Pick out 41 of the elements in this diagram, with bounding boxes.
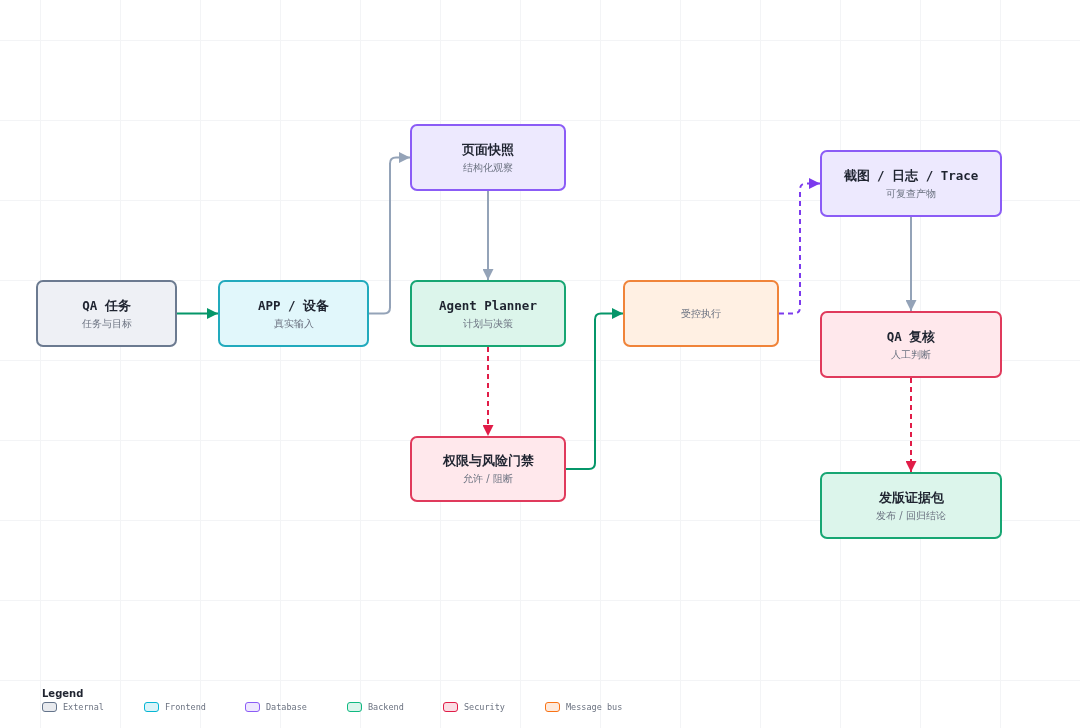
box-title: QA 复核 xyxy=(886,328,936,344)
box-title: 发版证据包 xyxy=(878,489,944,505)
box-title: 页面快照 xyxy=(462,141,514,157)
box-subtitle: 结构化观察 xyxy=(463,160,513,174)
process-box xyxy=(410,124,566,191)
arrow xyxy=(368,152,411,315)
process-box xyxy=(410,436,566,502)
process-box xyxy=(36,280,177,347)
box-subtitle: 人工判断 xyxy=(891,347,931,361)
box-title: 权限与风险门禁 xyxy=(442,453,534,468)
box-subtitle: 真实输入 xyxy=(273,316,314,330)
box-title: APP / 设备 xyxy=(257,297,330,313)
legend-label: Frontend xyxy=(165,702,206,712)
box-subtitle: 任务与目标 xyxy=(81,316,132,330)
arrow xyxy=(905,216,917,312)
box-subtitle: 计划与决策 xyxy=(463,316,513,330)
process-box xyxy=(410,280,566,347)
process-box xyxy=(820,311,1002,378)
process-box xyxy=(218,280,369,347)
process-box xyxy=(820,150,1002,217)
legend-label: Message bus xyxy=(566,702,623,712)
box-subtitle: 可复查产物 xyxy=(886,186,936,200)
legend-heading: Legend xyxy=(42,688,84,700)
box-subtitle: 允许 / 阻断 xyxy=(463,472,513,485)
legend-label: External xyxy=(63,702,104,712)
dashed-arrow xyxy=(905,377,917,473)
box-title: QA 任务 xyxy=(82,297,131,313)
box-title: Agent Planner xyxy=(439,297,537,313)
legend-label: Database xyxy=(266,702,307,712)
dashed-arrow xyxy=(778,178,821,315)
legend-label: Backend xyxy=(368,702,404,712)
arrow xyxy=(482,190,494,281)
box-title: 截图 / 日志 / Trace xyxy=(843,167,979,183)
process-box xyxy=(820,472,1002,539)
dashed-arrow xyxy=(482,346,494,437)
legend-label: Security xyxy=(464,702,505,712)
box-subtitle: 受控执行 xyxy=(681,307,721,320)
process-box xyxy=(623,280,779,347)
arrow xyxy=(176,308,219,319)
arrow xyxy=(565,308,624,470)
box-subtitle: 发布 / 回归结论 xyxy=(876,508,946,522)
